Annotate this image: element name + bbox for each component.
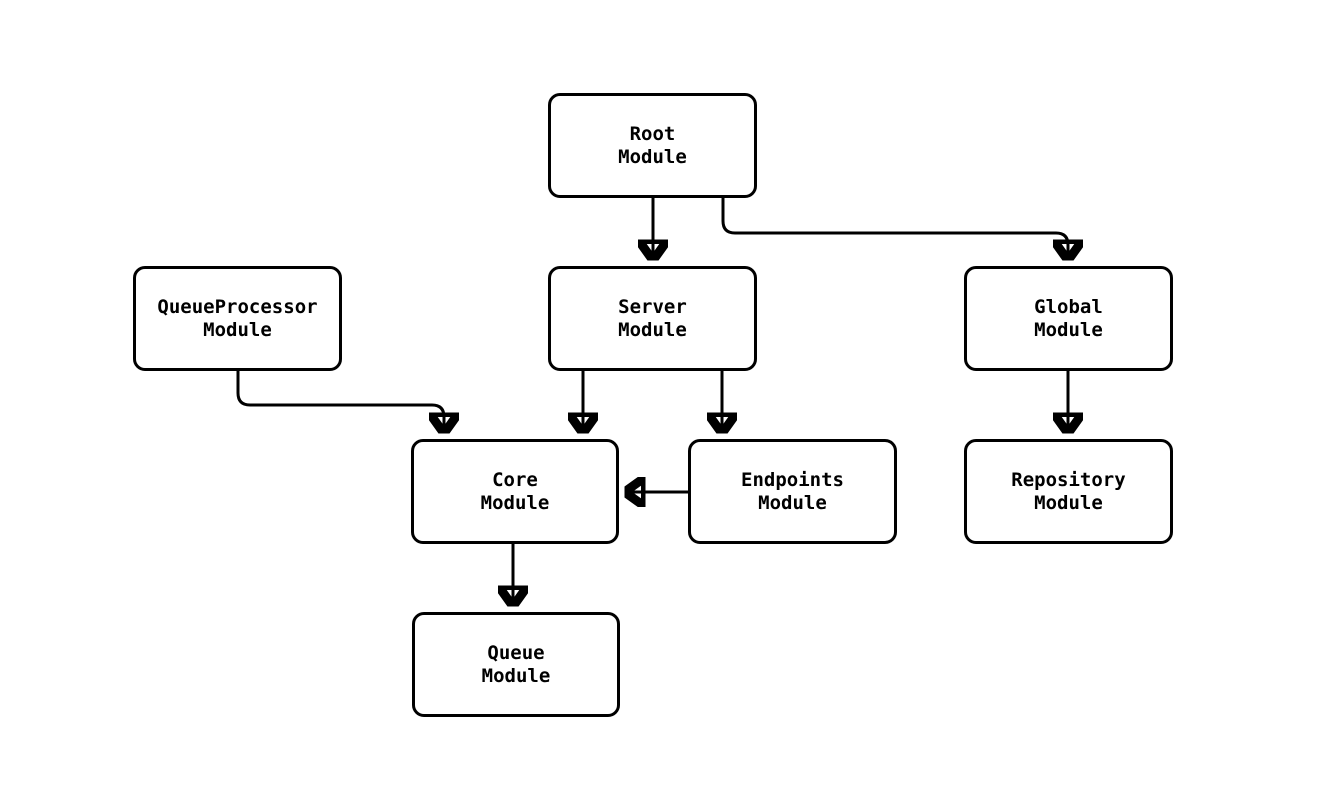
node-queue-module: Queue Module bbox=[412, 612, 620, 717]
node-repository-module: Repository Module bbox=[964, 439, 1173, 544]
node-server-module-label: Server Module bbox=[618, 295, 687, 341]
node-queueprocessor-module-label: QueueProcessor Module bbox=[157, 295, 318, 341]
node-endpoints-module-label: Endpoints Module bbox=[741, 468, 844, 514]
node-global-module-label: Global Module bbox=[1034, 295, 1103, 341]
node-root-module-label: Root Module bbox=[618, 122, 687, 168]
node-global-module: Global Module bbox=[964, 266, 1173, 371]
node-repository-module-label: Repository Module bbox=[1011, 468, 1126, 514]
node-root-module: Root Module bbox=[548, 93, 757, 198]
node-core-module: Core Module bbox=[411, 439, 619, 544]
node-core-module-label: Core Module bbox=[480, 468, 550, 514]
node-endpoints-module: Endpoints Module bbox=[688, 439, 897, 544]
node-server-module: Server Module bbox=[548, 266, 757, 371]
node-queue-module-label: Queue Module bbox=[481, 641, 551, 687]
edge-root-to-global-arrow bbox=[721, 198, 1068, 259]
node-queueprocessor-module: QueueProcessor Module bbox=[133, 266, 342, 371]
edge-queueprocessor-to-core-arrow bbox=[236, 371, 444, 432]
